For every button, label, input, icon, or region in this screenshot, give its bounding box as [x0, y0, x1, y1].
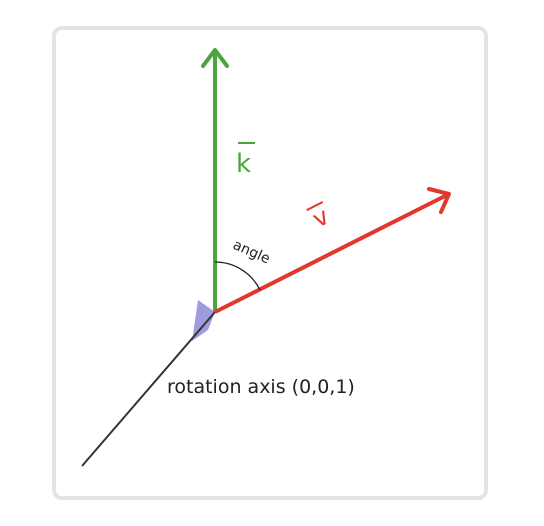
angle-arc	[214, 261, 261, 291]
v-vector-arrowhead	[427, 187, 451, 214]
v-label-group: v	[306, 201, 333, 233]
k-vector-arrowhead	[201, 48, 229, 68]
rotation-axis-label: rotation axis (0,0,1)	[167, 376, 355, 398]
k-vector-label: k	[236, 149, 251, 179]
v-vector-line	[214, 192, 450, 314]
v-overbar	[306, 201, 324, 212]
diagram-card	[52, 26, 488, 500]
angle-label: angle	[230, 237, 272, 267]
rotation-axis-line	[81, 311, 216, 467]
v-vector-label: v	[308, 202, 333, 233]
